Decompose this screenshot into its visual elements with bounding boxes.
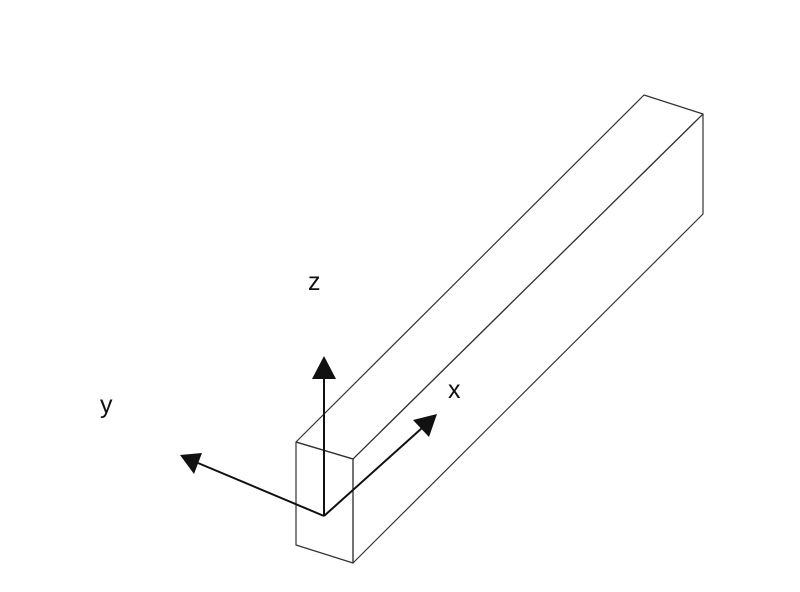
rectangular-beam <box>295 94 704 564</box>
beam-top-face <box>295 94 704 460</box>
z-axis-arrowhead <box>312 356 336 379</box>
y-axis-label: y <box>100 391 113 419</box>
y-axis-arrowhead <box>180 453 202 474</box>
y-axis-line <box>197 462 325 517</box>
x-axis-line <box>323 427 423 517</box>
x-axis-label: x <box>448 376 461 404</box>
beam-side-face <box>352 113 704 564</box>
x-axis-arrowhead <box>413 414 437 437</box>
coordinate-axes: z x y <box>100 268 461 517</box>
z-axis-label: z <box>308 268 321 296</box>
